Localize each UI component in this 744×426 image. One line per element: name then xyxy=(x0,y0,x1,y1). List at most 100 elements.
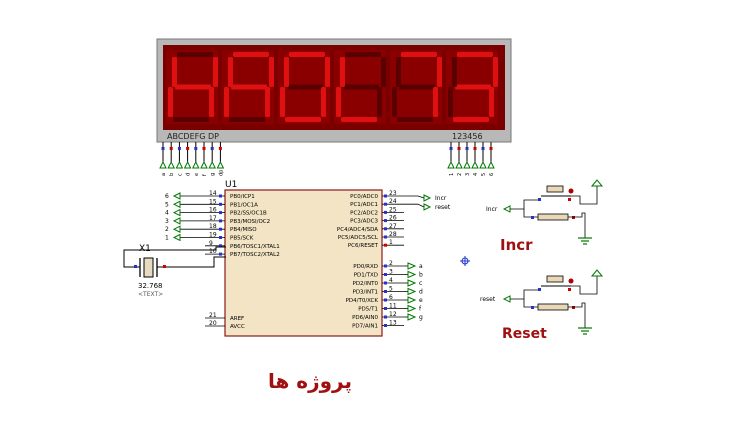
segment-d xyxy=(285,117,321,122)
pin-number: 18 xyxy=(209,223,217,230)
display-pin: f xyxy=(200,142,208,176)
terminal-icon xyxy=(175,160,184,169)
power-terminal-icon xyxy=(590,179,604,187)
segment-e xyxy=(336,87,341,117)
segment-f xyxy=(228,57,233,87)
crystal-value: 32.768 xyxy=(138,282,163,290)
net-label: Incr xyxy=(435,195,447,202)
digit xyxy=(334,50,386,124)
pin-dot xyxy=(481,147,485,150)
mcu-ref: U1 xyxy=(225,180,237,190)
display-pin: b xyxy=(167,142,176,176)
terminal-icon xyxy=(407,270,417,279)
pin-name: PD3/INT1 xyxy=(353,290,379,296)
segment-label: ABCDEFG DP xyxy=(167,132,219,141)
display-pin-label: 4 xyxy=(473,173,479,176)
terminal-icon xyxy=(172,217,181,225)
crystal[interactable]: X1 32.768 <TEXT> xyxy=(123,244,226,298)
pin-dot xyxy=(531,216,534,219)
segment-g xyxy=(455,84,491,90)
net-label: 6 xyxy=(165,193,169,200)
display-pin-label: d xyxy=(186,173,192,176)
footer-title: پروژه ها xyxy=(268,369,352,394)
pin-name: PC3/ADC3 xyxy=(350,219,378,225)
pin-dot xyxy=(384,298,387,302)
terminal-icon xyxy=(407,262,417,270)
terminal-icon xyxy=(216,160,225,169)
seven-segment-display[interactable]: ABCDEFG DP 123456 xyxy=(156,38,512,143)
terminal-icon xyxy=(167,160,176,169)
pin-dot xyxy=(194,147,198,150)
pin-name: PB3/MOSI/OC2 xyxy=(230,219,270,225)
pin-dot xyxy=(449,147,453,150)
crystal-ref: X1 xyxy=(139,244,151,254)
terminal-icon xyxy=(407,279,417,287)
segment-a xyxy=(233,52,269,57)
display-pin-label: b xyxy=(169,173,175,176)
terminal-icon xyxy=(407,313,417,321)
display-pin: g xyxy=(208,142,216,176)
pin-name: PB1/OC1A xyxy=(230,202,258,208)
segment-a xyxy=(177,52,213,57)
digit xyxy=(278,50,330,124)
pin-name: PD5/T1 xyxy=(358,307,378,313)
terminal-icon xyxy=(502,295,511,303)
power-terminal-icon xyxy=(590,269,604,277)
segment-b xyxy=(437,57,442,87)
pin-name: PC2/ADC2 xyxy=(350,210,378,216)
terminal-icon xyxy=(159,160,167,169)
pin-dot xyxy=(219,202,222,206)
pin-name: PC6/RESET xyxy=(348,243,379,249)
crystal-wire-2 xyxy=(157,256,226,268)
net-label: 3 xyxy=(165,218,169,225)
supply-wire xyxy=(568,186,598,238)
segment-g xyxy=(175,84,211,90)
segment-a xyxy=(401,52,437,57)
pin-dot xyxy=(489,147,493,150)
segment-g xyxy=(287,84,323,90)
pin-dot xyxy=(384,219,387,223)
button-wire xyxy=(510,199,538,218)
pin-dot xyxy=(568,288,571,291)
segment-b xyxy=(325,57,330,87)
net-label: b xyxy=(419,272,423,279)
pin-dot xyxy=(572,216,575,219)
pin-name: PB5/SCK xyxy=(230,236,254,242)
pin-name: AVCC xyxy=(230,324,245,330)
terminal-icon xyxy=(172,192,181,200)
net-label: a xyxy=(419,263,423,270)
pin-dot xyxy=(384,281,387,285)
display-pin: 1 xyxy=(447,142,455,176)
net-label: c xyxy=(419,280,422,287)
net-label: 5 xyxy=(165,201,169,208)
net-label: Incr xyxy=(486,206,498,213)
pin-dot xyxy=(384,290,387,293)
pin-dot xyxy=(210,147,214,150)
display-pin: a xyxy=(159,142,167,176)
terminal-icon xyxy=(471,160,479,169)
terminal-icon xyxy=(502,205,511,213)
net-label: e xyxy=(419,297,423,304)
terminal-icon xyxy=(447,160,455,169)
button-wire xyxy=(510,289,538,308)
segment-f xyxy=(396,57,401,87)
pin-dot xyxy=(465,147,469,150)
segment-f xyxy=(172,57,177,87)
display-pin-label: g xyxy=(210,173,216,176)
segment-f xyxy=(452,57,457,87)
pin-dot xyxy=(384,210,387,214)
segment-b xyxy=(493,57,498,87)
